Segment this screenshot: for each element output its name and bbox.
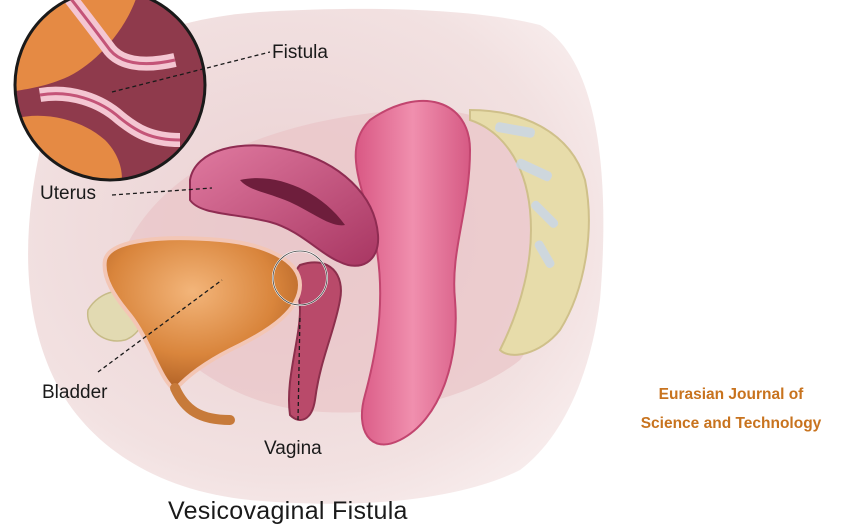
bladder-label: Bladder bbox=[42, 382, 108, 404]
journal-line-1: Eurasian Journal of bbox=[614, 380, 842, 409]
journal-credit: Eurasian Journal of Science and Technolo… bbox=[614, 380, 842, 438]
fistula-label: Fistula bbox=[272, 42, 328, 64]
journal-line-2: Science and Technology bbox=[614, 409, 842, 438]
uterus-label: Uterus bbox=[40, 183, 96, 205]
figure-caption: Vesicovaginal Fistula bbox=[168, 497, 408, 526]
vagina-label: Vagina bbox=[264, 438, 322, 460]
